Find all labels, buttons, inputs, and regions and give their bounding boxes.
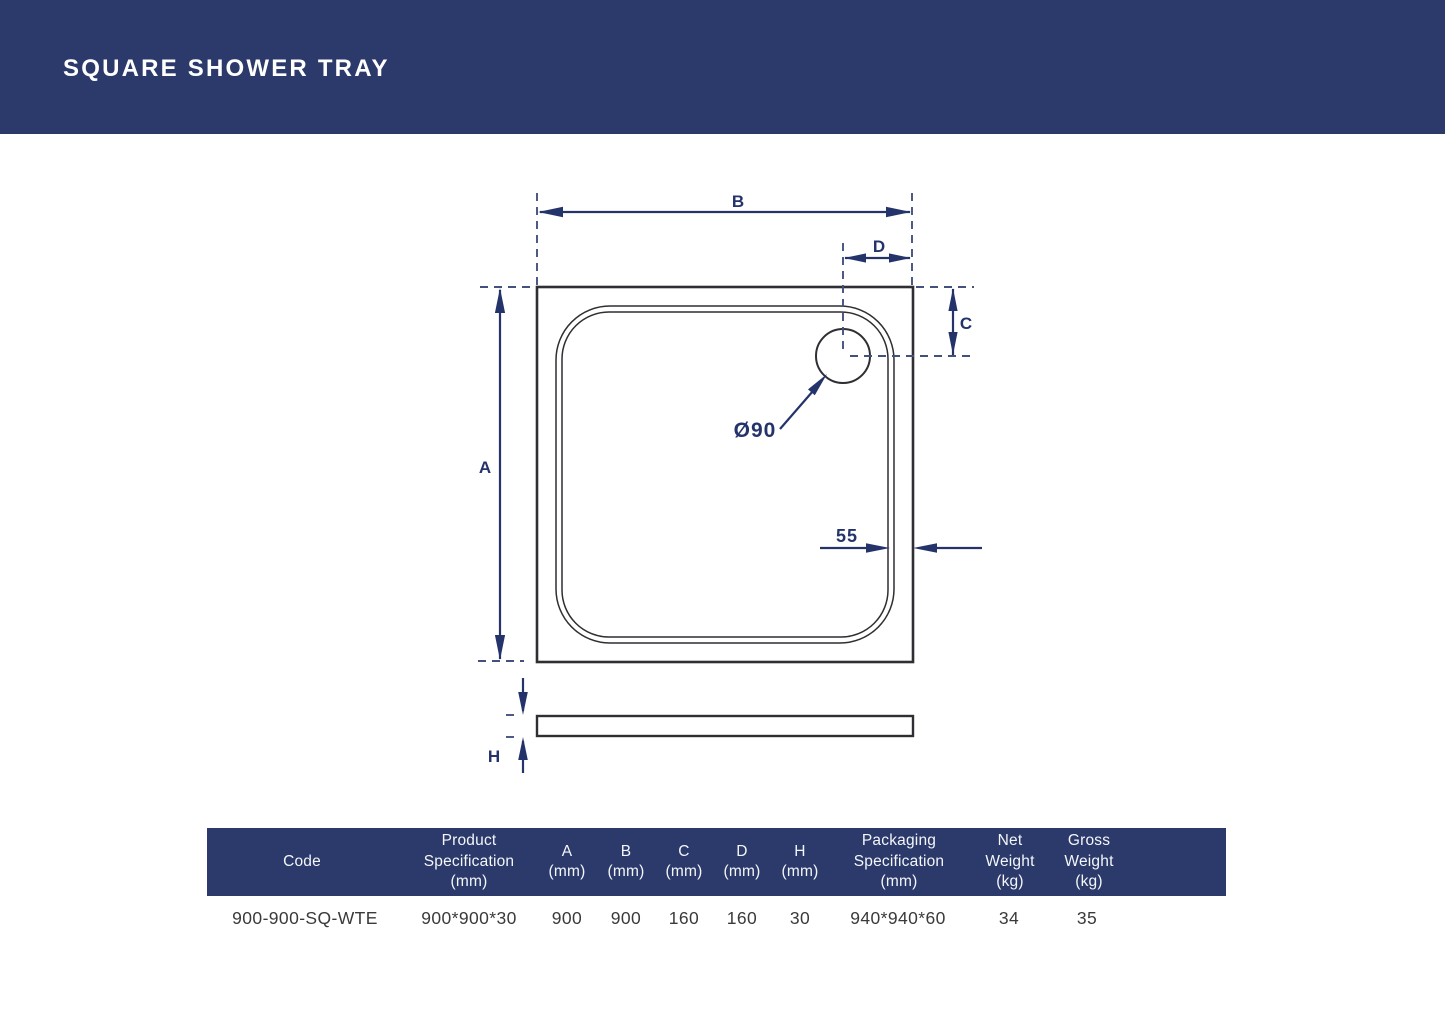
title-bar: SQUARE SHOWER TRAY <box>0 0 1445 134</box>
dimension-a-label: A <box>479 458 491 477</box>
dimension-h-label: H <box>488 747 500 766</box>
col-header-packaging-spec: Packaging Specification (mm) <box>853 832 945 891</box>
cell-d-mm: 160 <box>726 907 758 928</box>
drain-diameter-label: Ø90 <box>734 419 777 442</box>
col-header-a-mm: A (mm) <box>548 842 586 880</box>
page-title: SQUARE SHOWER TRAY <box>63 55 390 82</box>
tray-outer-outline <box>535 285 915 664</box>
dim-arrow-icon <box>494 288 506 313</box>
cell-a-mm: 900 <box>551 907 583 928</box>
dim-arrow-icon <box>808 374 827 396</box>
dimension-b: B <box>536 192 913 285</box>
col-header-b-mm: B (mm) <box>607 842 645 880</box>
dimension-d: D <box>842 237 911 355</box>
cell-b-mm: 900 <box>610 907 642 928</box>
cell-c-mm: 160 <box>668 907 700 928</box>
dimension-55-label: 55 <box>836 526 858 546</box>
dimension-55: 55 <box>820 526 982 553</box>
col-header-gross-weight: Gross Weight (kg) <box>1064 832 1114 891</box>
dimension-b-label: B <box>732 192 744 211</box>
dim-arrow-icon <box>948 288 958 311</box>
tray-bowl-outer-edge <box>555 305 895 644</box>
dim-arrow-icon <box>538 206 563 218</box>
dimension-d-label: D <box>873 237 885 256</box>
dim-arrow-icon <box>866 543 890 553</box>
dim-arrow-icon <box>844 253 866 263</box>
dimension-h: H <box>488 678 528 773</box>
drain-hole <box>815 328 871 384</box>
dim-arrow-icon <box>889 253 911 263</box>
col-header-code: Code <box>283 852 321 870</box>
dimension-c-label: C <box>960 314 972 333</box>
tray-side-profile <box>535 714 915 738</box>
tray-side-view <box>535 714 915 738</box>
col-header-net-weight: Net Weight (kg) <box>985 832 1035 891</box>
drain-diameter-callout: Ø90 <box>734 374 827 442</box>
col-header-product-spec: Product Specification (mm) <box>423 832 515 891</box>
dimension-a: A <box>478 286 534 662</box>
dim-arrow-icon <box>494 635 506 660</box>
cell-h-mm: 30 <box>789 907 811 928</box>
col-header-c-mm: C (mm) <box>665 842 703 880</box>
cell-gross-weight: 35 <box>1076 907 1098 928</box>
cell-packaging-spec: 940*940*60 <box>850 907 946 928</box>
cell-product-spec: 900*900*30 <box>421 907 517 928</box>
tray-bowl-inner-edge <box>561 311 889 638</box>
tray-top-view <box>535 285 915 664</box>
col-header-d-mm: D (mm) <box>723 842 761 880</box>
cell-net-weight: 34 <box>998 907 1020 928</box>
spec-table-header-background <box>207 828 1226 896</box>
cell-code: 900-900-SQ-WTE <box>232 907 378 928</box>
dim-arrow-icon <box>948 332 958 355</box>
dim-arrow-icon <box>518 692 528 715</box>
dim-arrow-icon <box>913 543 937 553</box>
drain-leader-line <box>779 390 814 430</box>
col-header-h-mm: H (mm) <box>781 842 819 880</box>
dimension-c: C <box>850 286 974 357</box>
dim-arrow-icon <box>886 206 911 218</box>
